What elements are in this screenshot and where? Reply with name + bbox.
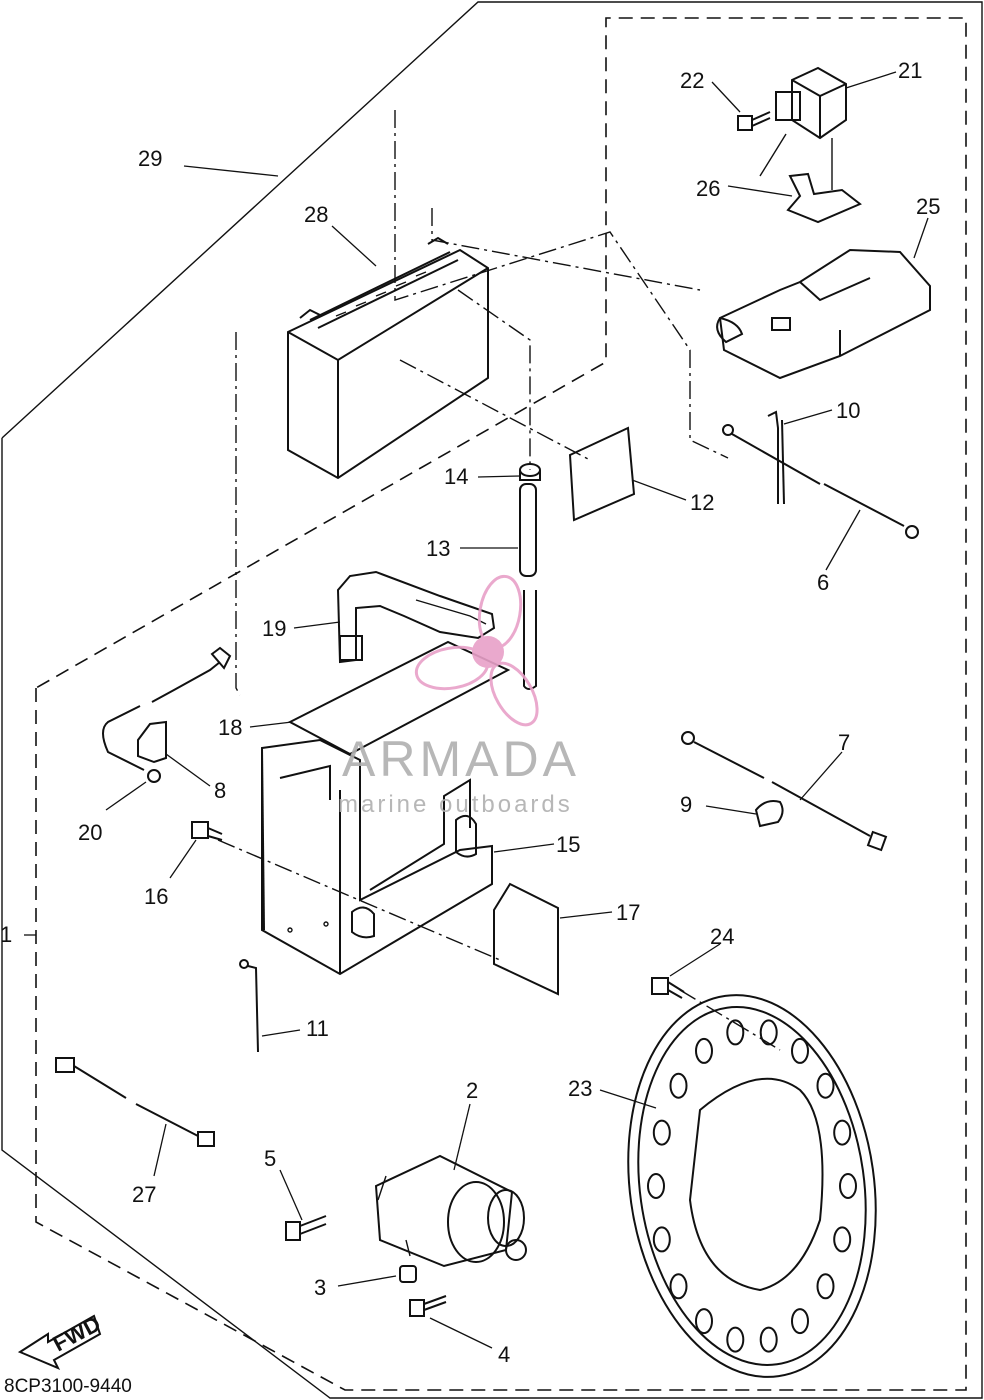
ring-gear-part (627, 994, 877, 1378)
callout-4: 4 (498, 1342, 510, 1367)
callout-29: 29 (138, 146, 162, 171)
alignment-line-battery-top (394, 110, 729, 459)
callout-15: 15 (556, 832, 580, 857)
callout-13: 13 (426, 536, 450, 561)
starter-bolt-upper-part (285, 1215, 327, 1241)
negative-lead-part (722, 424, 919, 539)
lead-bracket-part (137, 720, 167, 764)
starter-relay-part (759, 66, 847, 190)
drawing-code: 8CP3100-9440 (4, 1376, 132, 1397)
callout-5: 5 (264, 1146, 276, 1171)
battery-sheet-part (287, 640, 511, 756)
callout-19: 19 (262, 616, 286, 641)
starter-lead-part (681, 731, 888, 852)
ring-gear-hole (759, 1019, 778, 1046)
propeller-logo-icon (414, 574, 539, 727)
callout-8: 8 (214, 778, 226, 803)
callout-17: 17 (616, 900, 640, 925)
alignment-line-battery-pad (399, 359, 591, 461)
callout-3: 3 (314, 1275, 326, 1300)
callout-20: 20 (78, 820, 102, 845)
callout-1: 1 (0, 922, 12, 947)
ring-gear-hole (833, 1119, 852, 1146)
ring-gear-hole (726, 1326, 745, 1353)
callout-26: 26 (696, 176, 720, 201)
callout-7: 7 (838, 730, 850, 755)
watermark-tagline: marine outboards (338, 791, 573, 818)
relay-bolt-part (737, 111, 771, 131)
forward-arrow-label: FWD (49, 1311, 105, 1357)
leader-lines (24, 71, 929, 1349)
hose-clip-part (239, 959, 259, 1053)
ring-gear-hole (816, 1072, 835, 1099)
callout-23: 23 (568, 1076, 592, 1101)
callout-2: 2 (466, 1078, 478, 1103)
ring-gear-hole (652, 1226, 671, 1253)
callout-21: 21 (898, 58, 922, 83)
forward-direction-arrow: FWD (17, 1311, 105, 1370)
hose-clamp-part (519, 463, 541, 481)
armada-watermark: ARMADA marine outboards (338, 574, 580, 818)
assembly-boundary-dashed (35, 17, 967, 1391)
callout-16: 16 (144, 884, 168, 909)
battery-case-part (261, 738, 493, 976)
callout-22: 22 (680, 68, 704, 93)
terminal-cover-part (716, 248, 931, 380)
case-bolt-part (191, 821, 223, 841)
ring-gear-bolt-part (651, 977, 685, 999)
ring-gear-hole (816, 1273, 835, 1300)
starter-bolt-lower-part (409, 1295, 447, 1317)
ring-gear-hole (647, 1173, 665, 1199)
callout-6: 6 (817, 570, 829, 595)
battery-pad-part (568, 426, 636, 522)
alignment-line-battery-left (235, 332, 241, 696)
ring-gear-hole (791, 1037, 809, 1064)
watermark-brand: ARMADA (342, 731, 580, 787)
callout-labels: 1 2 3 4 5 6 7 8 9 10 11 12 13 14 15 16 1… (0, 58, 940, 1367)
breather-hose-part (519, 483, 537, 690)
callout-11: 11 (306, 1016, 329, 1041)
ring-gear-hole (759, 1326, 778, 1353)
ring-gear-hole (833, 1226, 852, 1253)
wire-harness-part (55, 1057, 215, 1147)
callout-9: 9 (680, 792, 692, 817)
ring-gear-hole (726, 1019, 745, 1046)
callout-25: 25 (916, 194, 940, 219)
lead-holder-part (754, 800, 784, 828)
callout-27: 27 (132, 1182, 156, 1207)
ring-gear-hole (839, 1173, 857, 1199)
ring-gear-hole (669, 1072, 688, 1099)
callout-24: 24 (710, 924, 734, 949)
callout-10: 10 (836, 398, 860, 423)
callout-14: 14 (444, 464, 468, 489)
callout-18: 18 (218, 715, 242, 740)
alignment-line-battery-right (431, 208, 701, 291)
battery-part (287, 236, 489, 480)
ring-gear-hole (791, 1308, 809, 1335)
ring-gear-hole (669, 1273, 688, 1300)
ring-gear-hole (695, 1037, 713, 1064)
callout-12: 12 (690, 490, 714, 515)
case-cover-part (493, 882, 559, 996)
alignment-line-hose (457, 289, 531, 470)
starter-motor-part (374, 1154, 527, 1268)
positive-lead-part (102, 646, 232, 783)
ring-gear-hole (652, 1119, 671, 1146)
ring-gear-hole (695, 1308, 713, 1335)
nut-part (399, 1265, 417, 1283)
alignment-line-stay (217, 839, 501, 961)
relay-bracket-part (786, 172, 862, 224)
callout-28: 28 (304, 202, 328, 227)
